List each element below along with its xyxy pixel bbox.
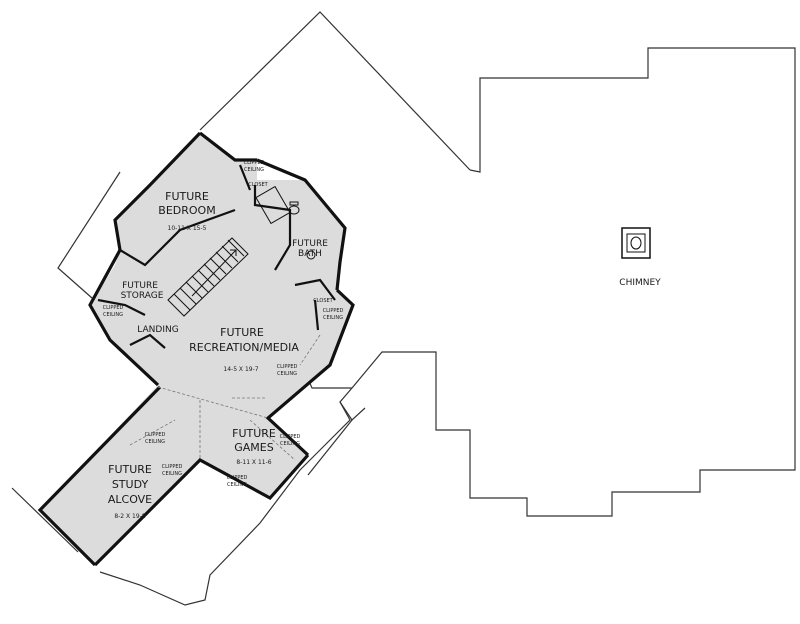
wall-closet-east <box>256 158 332 212</box>
clipped-note-3b: CEILING <box>323 315 343 321</box>
games-label-2: GAMES <box>234 441 273 454</box>
clipped-note-5b: CEILING <box>145 439 165 445</box>
toilet <box>288 205 300 215</box>
clipped-note-5a: CLIPPED <box>145 432 166 438</box>
clipped-note-6a: CLIPPED <box>280 434 301 440</box>
clipped-note-8a: CLIPPED <box>227 475 248 481</box>
clipped-note-1a: CLIPPED <box>244 160 265 166</box>
bath-label-1: FUTURE <box>292 239 328 249</box>
chimney-inner <box>626 233 646 253</box>
clipped-note-7a: CLIPPED <box>162 464 183 470</box>
bedroom-label-2: BEDROOM <box>158 204 215 217</box>
clipped-ceiling-lines <box>129 334 321 461</box>
wall-bedroom-west <box>113 131 202 251</box>
wall-bath-east <box>328 208 347 291</box>
wall-storage-west <box>88 249 160 387</box>
clipped-note-2a: CLIPPED <box>103 305 124 311</box>
clipped-note-6b: CEILING <box>280 441 300 447</box>
roof-edge-lower-left <box>11 487 79 553</box>
stair-direction-arrow <box>191 249 237 297</box>
wall-landing <box>129 333 166 349</box>
clipped-note-8b: CEILING <box>227 482 247 488</box>
wall-study-east <box>93 453 310 567</box>
recreation-label-1: FUTURE <box>220 326 264 339</box>
roof-outline <box>11 11 796 606</box>
clipped-note-2b: CEILING <box>103 312 123 318</box>
roof-outline-main <box>304 47 796 517</box>
bath-label-2: BATH <box>298 249 322 259</box>
wall-rec-closet <box>313 299 320 331</box>
chimney <box>621 227 651 259</box>
games-label-1: FUTURE <box>232 427 276 440</box>
storage-label-1: FUTURE <box>122 281 158 291</box>
bedroom-label-1: FUTURE <box>165 190 209 203</box>
wall-games-east <box>265 288 355 457</box>
study-dims: 8-2 X 19-8 <box>114 513 146 520</box>
upper-floor-area <box>40 133 353 565</box>
roof-edge-left <box>57 171 121 299</box>
wall-study-west <box>37 385 162 567</box>
clipped-ceiling-notes: CLIPPED CEILING CLIPPED CEILING CLIPPED … <box>103 160 344 488</box>
chimney-outer <box>621 227 651 259</box>
clipped-note-3a: CLIPPED <box>323 308 344 314</box>
closet-label-right: CLOSET <box>313 298 333 304</box>
wall-bath-closet <box>294 278 336 301</box>
games-dims: 8-11 X 11-6 <box>236 459 271 466</box>
landing-label: LANDING <box>137 325 178 335</box>
study-label-1: FUTURE <box>108 463 152 476</box>
clipped-note-7b: CEILING <box>162 471 182 477</box>
chimney-label: CHIMNEY <box>619 278 661 288</box>
study-label-2: STUDY <box>112 478 149 491</box>
study-label-3: ALCOVE <box>108 493 152 506</box>
bedroom-dims: 10-11 X 15-5 <box>168 225 207 232</box>
recreation-label-2: RECREATION/MEDIA <box>189 341 299 354</box>
roof-edge-bottom <box>99 387 353 606</box>
bath-fixtures <box>255 185 316 260</box>
interior-walls <box>97 164 336 349</box>
roof-ridge-left <box>199 11 471 171</box>
wall-north-segment <box>199 131 257 162</box>
storage-label-2: STORAGE <box>121 291 164 301</box>
clipped-note-1b: CEILING <box>244 167 264 173</box>
closet-label-top: CLOSET <box>248 182 268 188</box>
sink <box>306 250 316 260</box>
wall-storage <box>97 298 146 316</box>
wall-bedroom-south <box>119 208 236 267</box>
clipped-note-4a: CLIPPED <box>277 364 298 370</box>
roof-step-right <box>339 401 366 421</box>
roof-edge-lower-right <box>307 419 353 476</box>
wall-closet <box>238 164 252 191</box>
wall-bath <box>253 185 292 271</box>
tub <box>255 185 291 225</box>
clipped-note-4b: CEILING <box>277 371 297 377</box>
exterior-walls <box>37 131 355 567</box>
room-labels: FUTURE BEDROOM 10-11 X 15-5 FUTURE STORA… <box>108 182 661 520</box>
stair <box>167 237 249 317</box>
recreation-dims: 14-5 X 19-7 <box>223 366 258 373</box>
